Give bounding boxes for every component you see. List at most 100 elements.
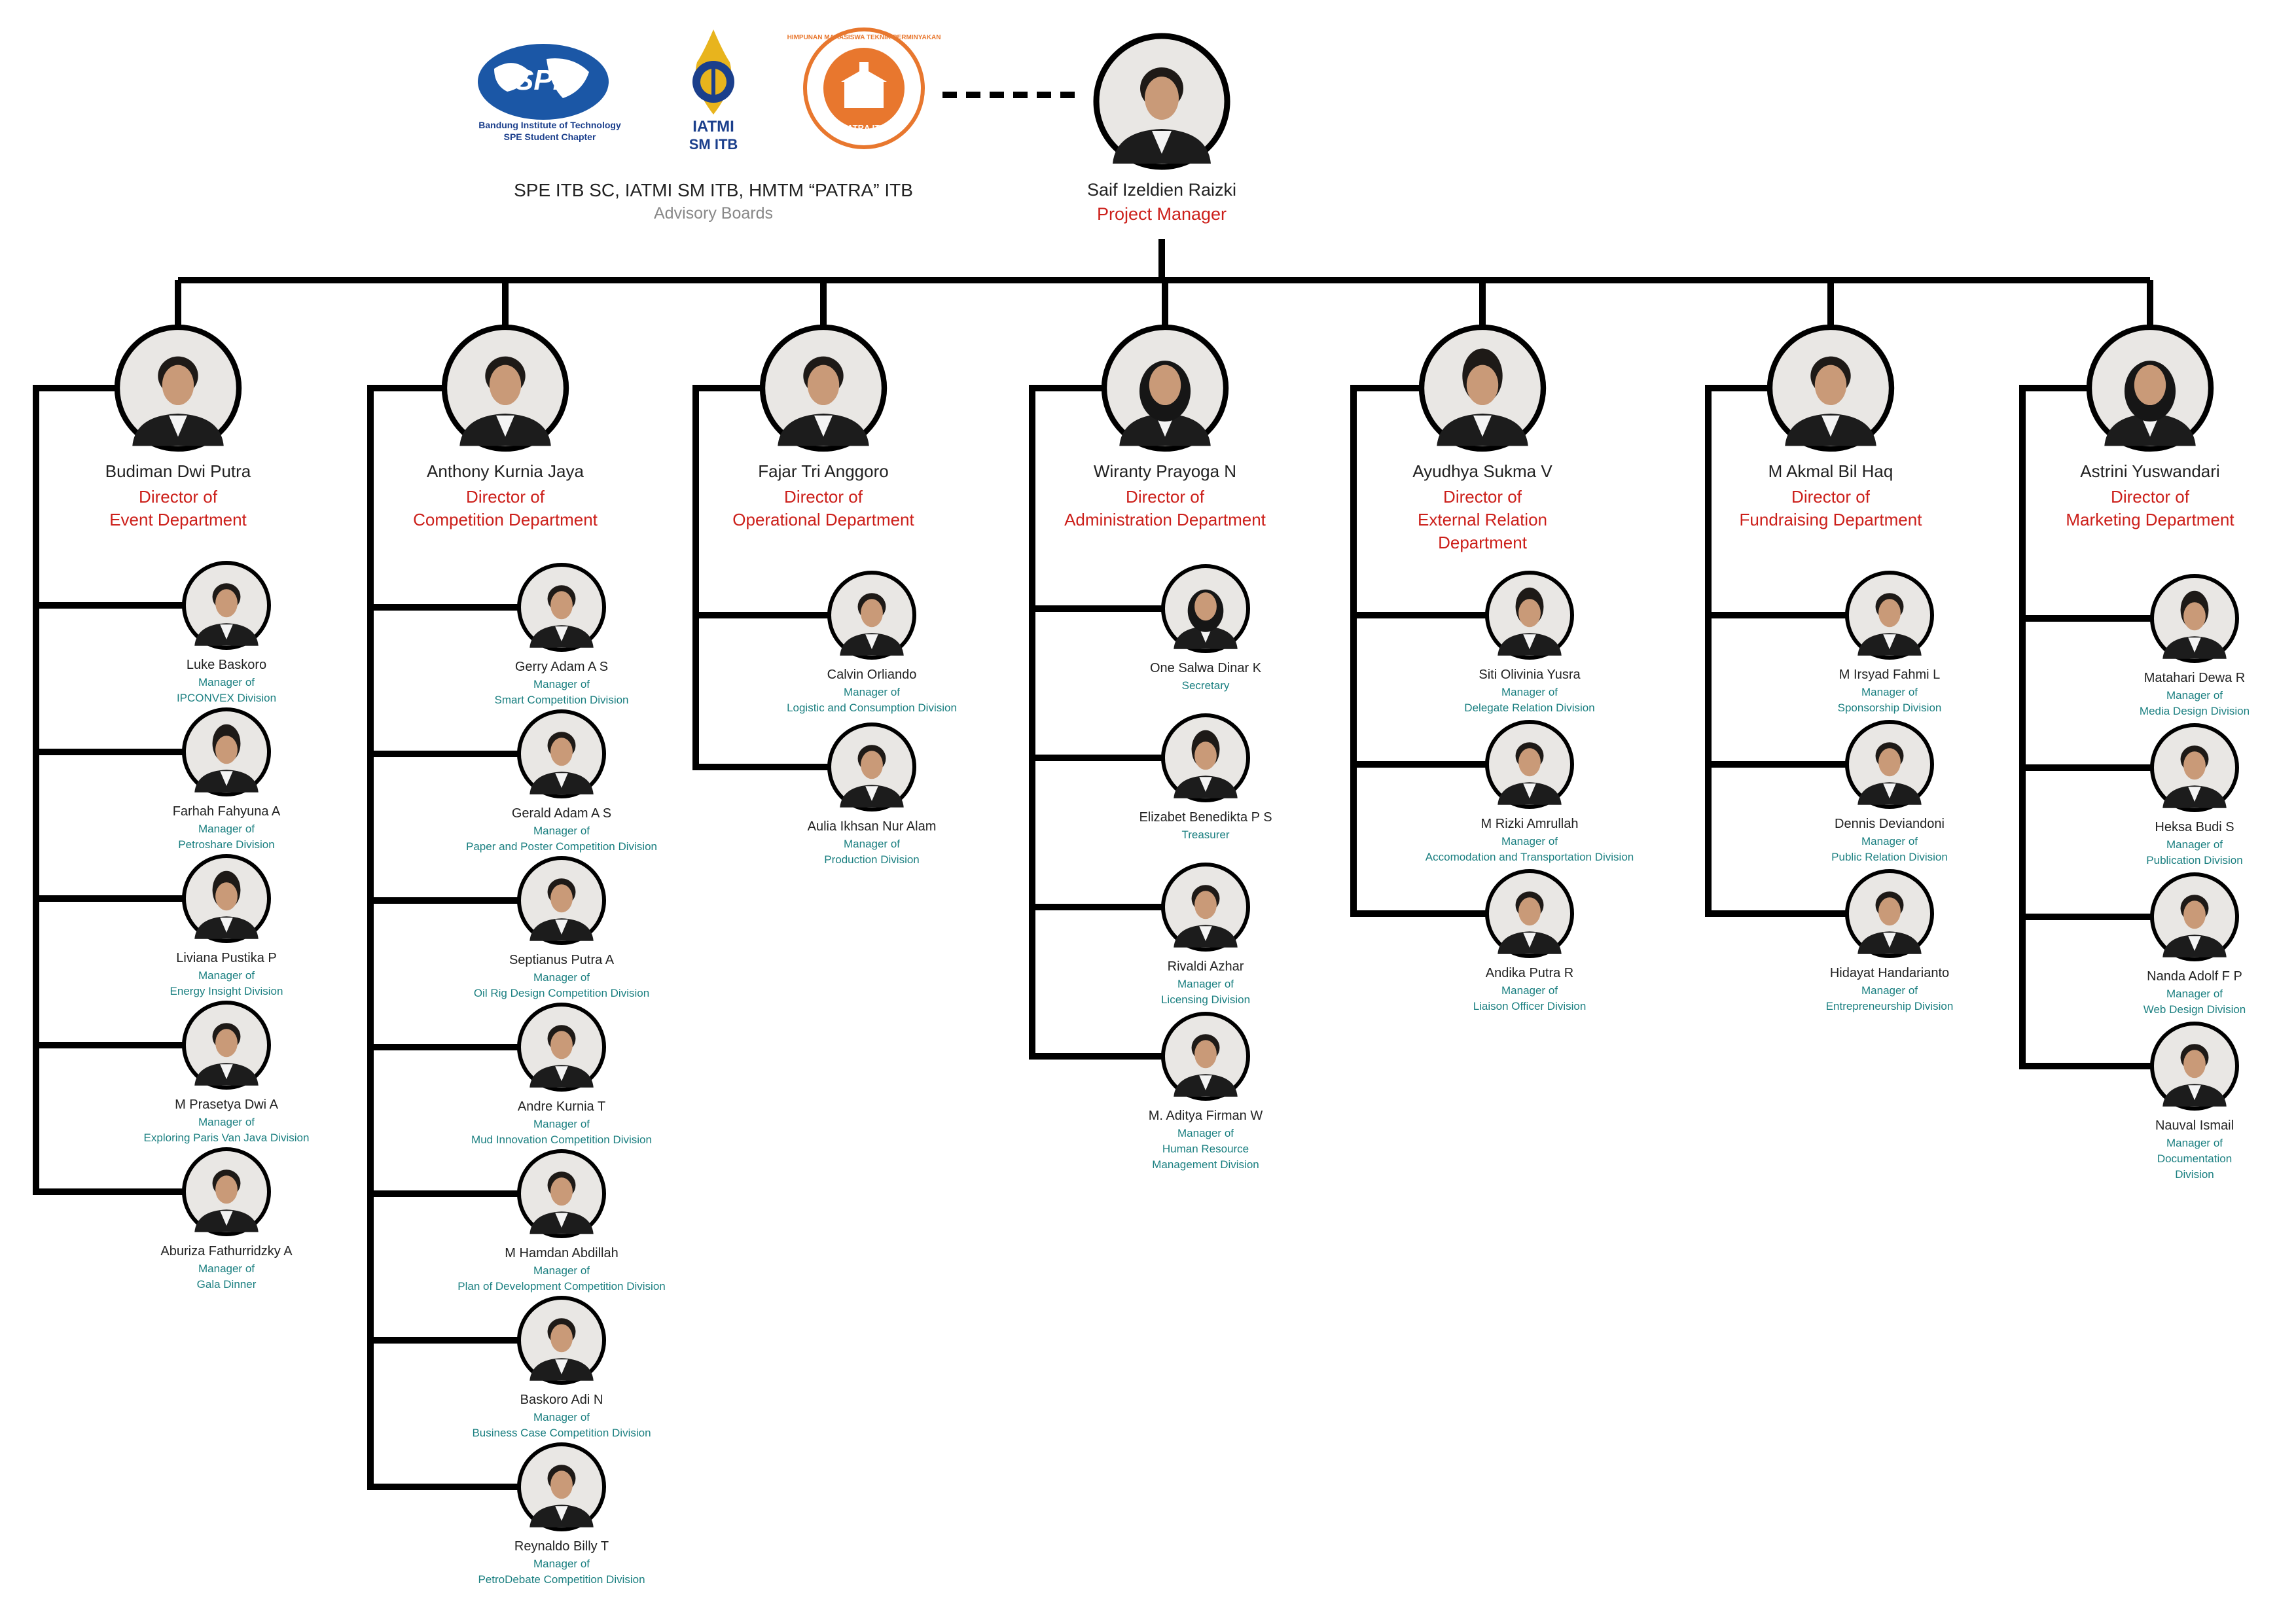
director-role-5-0: Director of <box>1791 487 1870 507</box>
director-avatar-3 <box>1101 324 1229 452</box>
manager-avatar-0-0 <box>182 561 271 650</box>
manager-avatar-5-1 <box>1845 720 1934 809</box>
spe-sub1: Bandung Institute of Technology <box>478 120 621 130</box>
manager-role-3-3-0: Manager of <box>1177 1127 1234 1139</box>
manager-role-0-2-0: Manager of <box>198 969 255 982</box>
director-role-4-1: External Relation <box>1418 510 1547 529</box>
manager-name-0-3: M Prasetya Dwi A <box>175 1097 278 1112</box>
director-role-2-1: Operational Department <box>732 510 914 529</box>
director-role-1-0: Director of <box>466 487 545 507</box>
director-role-0-1: Event Department <box>109 510 247 529</box>
manager-role-1-6-0: Manager of <box>533 1558 590 1570</box>
director-avatar-5 <box>1767 324 1895 452</box>
manager-name-4-2: Andika Putra R <box>1485 966 1574 980</box>
manager-role-3-3-2: Management Division <box>1152 1158 1259 1171</box>
manager-role-4-0-0: Manager of <box>1501 686 1558 698</box>
manager-role-6-3-0: Manager of <box>2166 1137 2223 1149</box>
manager-name-1-2: Septianus Putra A <box>509 953 615 967</box>
manager-role-3-1-0: Treasurer <box>1181 829 1230 841</box>
manager-name-1-5: Baskoro Adi N <box>520 1393 603 1407</box>
director-role-4-2: Department <box>1438 533 1527 552</box>
director-role-2-0: Director of <box>784 487 863 507</box>
manager-name-6-0: Matahari Dewa R <box>2144 671 2246 685</box>
globe-icon: SPE <box>478 44 609 120</box>
director-name-0: Budiman Dwi Putra <box>105 461 251 481</box>
advisory-subtitle: Advisory Boards <box>653 204 774 223</box>
manager-role-1-2-0: Manager of <box>533 971 590 984</box>
manager-name-0-0: Luke Baskoro <box>186 658 267 672</box>
manager-avatar-4-2 <box>1485 869 1574 958</box>
manager-role-2-0-1: Logistic and Consumption Division <box>787 702 957 714</box>
manager-name-6-3: Nauval Ismail <box>2155 1118 2234 1133</box>
patra-logo: PATRA ITB HIMPUNAN MAHASISWA TEKNIK PERM… <box>787 26 941 151</box>
manager-role-6-0-0: Manager of <box>2166 689 2223 702</box>
spe-logo: SPE Bandung Institute of Technology SPE … <box>468 36 632 142</box>
manager-avatar-1-3 <box>517 1003 606 1092</box>
manager-role-5-2-1: Entrepreneurship Division <box>1825 1000 1954 1012</box>
manager-role-4-2-0: Manager of <box>1501 984 1558 997</box>
manager-avatar-3-3 <box>1161 1012 1250 1101</box>
manager-role-3-0-0: Secretary <box>1181 679 1230 692</box>
manager-name-2-0: Calvin Orliando <box>827 668 917 682</box>
manager-role-6-1-1: Publication Division <box>2146 854 2243 866</box>
patra-ring: HIMPUNAN MAHASISWA TEKNIK PERMINYAKAN <box>787 34 941 41</box>
manager-name-3-1: Elizabet Benedikta P S <box>1139 810 1272 825</box>
manager-avatar-4-1 <box>1485 720 1574 809</box>
manager-name-6-2: Nanda Adolf F P <box>2147 969 2242 984</box>
manager-name-5-0: M Irsyad Fahmi L <box>1839 668 1941 682</box>
manager-avatar-5-0 <box>1845 571 1934 660</box>
director-name-3: Wiranty Prayoga N <box>1093 461 1237 481</box>
patra-bottom: PATRA ITB <box>842 123 886 133</box>
manager-name-5-1: Dennis Deviandoni <box>1835 817 1945 831</box>
manager-avatar-3-1 <box>1161 713 1250 802</box>
iatmi-logo: IATMI SM ITB <box>677 26 749 157</box>
manager-name-0-2: Liviana Pustika P <box>176 951 277 965</box>
manager-role-2-1-1: Production Division <box>824 853 920 866</box>
manager-role-1-4-0: Manager of <box>533 1264 590 1277</box>
manager-avatar-6-0 <box>2150 574 2239 663</box>
manager-role-1-0-1: Smart Competition Division <box>494 694 629 706</box>
director-role-1-1: Competition Department <box>413 510 598 529</box>
manager-role-1-0-0: Manager of <box>533 678 590 690</box>
manager-avatar-1-0 <box>517 563 606 652</box>
manager-name-3-2: Rivaldi Azhar <box>1167 959 1244 974</box>
manager-role-6-3-1: Documentation <box>2157 1152 2233 1165</box>
manager-name-0-4: Aburiza Fathurridzky A <box>160 1244 293 1258</box>
director-role-0-0: Director of <box>139 487 217 507</box>
manager-role-3-2-0: Manager of <box>1177 978 1234 990</box>
manager-role-1-6-1: PetroDebate Competition Division <box>478 1573 645 1586</box>
manager-name-4-1: M Rizki Amrullah <box>1480 817 1579 831</box>
director-role-4-0: Director of <box>1443 487 1522 507</box>
iatmi-line1: IATMI <box>692 118 734 135</box>
manager-name-0-1: Farhah Fahyuna A <box>172 804 281 819</box>
manager-role-6-0-1: Media Design Division <box>2139 705 2250 717</box>
manager-avatar-3-0 <box>1161 564 1250 653</box>
manager-role-1-3-0: Manager of <box>533 1118 590 1130</box>
director-name-4: Ayudhya Sukma V <box>1412 461 1552 481</box>
manager-avatar-1-5 <box>517 1296 606 1385</box>
iatmi-emblem-icon <box>692 29 734 115</box>
manager-role-0-1-0: Manager of <box>198 823 255 835</box>
manager-role-6-2-0: Manager of <box>2166 988 2223 1000</box>
director-avatar-1 <box>441 324 569 452</box>
pm-role: Project Manager <box>1096 204 1227 224</box>
manager-avatar-1-6 <box>517 1442 606 1531</box>
director-avatar-2 <box>759 324 888 452</box>
manager-name-1-3: Andre Kurnia T <box>517 1099 606 1114</box>
manager-avatar-2-0 <box>827 571 916 660</box>
manager-role-5-0-0: Manager of <box>1861 686 1918 698</box>
manager-name-3-3: M. Aditya Firman W <box>1148 1109 1263 1123</box>
manager-avatar-0-2 <box>182 854 271 943</box>
manager-avatar-1-2 <box>517 856 606 945</box>
manager-role-0-3-1: Exploring Paris Van Java Division <box>143 1132 310 1144</box>
manager-role-5-0-1: Sponsorship Division <box>1837 702 1942 714</box>
patra-emblem-icon <box>803 27 925 149</box>
manager-role-6-2-1: Web Design Division <box>2143 1003 2246 1016</box>
manager-role-0-4-0: Manager of <box>198 1262 255 1275</box>
manager-role-2-0-0: Manager of <box>844 686 900 698</box>
director-role-3-0: Director of <box>1126 487 1204 507</box>
manager-role-4-2-1: Liaison Officer Division <box>1473 1000 1587 1012</box>
pm-avatar <box>1093 33 1230 170</box>
manager-role-1-3-1: Mud Innovation Competition Division <box>471 1133 652 1146</box>
